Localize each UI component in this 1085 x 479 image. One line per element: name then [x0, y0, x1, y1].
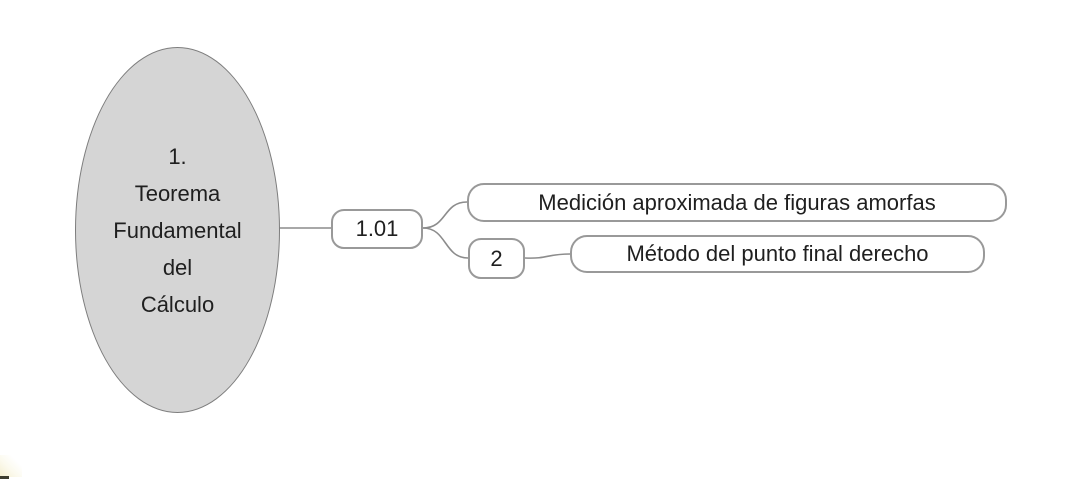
root-node-line-del: del	[162, 254, 193, 280]
connector-1-01-to-2	[422, 227, 469, 259]
node-medicion-label: Medición aproximada de figuras amorfas	[538, 189, 936, 215]
root-node-line-calculo: Cálculo	[140, 291, 215, 317]
connector-2-to-metodo	[524, 253, 571, 259]
node-2[interactable]: 2	[468, 238, 525, 279]
node-1-01[interactable]: 1.01	[331, 209, 423, 249]
node-medicion-aproximada[interactable]: Medición aproximada de figuras amorfas	[467, 183, 1007, 222]
root-node-line-fundamental: Fundamental	[113, 217, 242, 243]
node-1-01-label: 1.01	[355, 216, 399, 241]
root-node-line-teorema: Teorema	[134, 180, 221, 206]
node-metodo-label: Método del punto final derecho	[626, 241, 929, 266]
connector-1-01-to-medicion	[422, 201, 468, 229]
node-2-label: 2	[490, 245, 503, 271]
root-node-line-number: 1.	[168, 143, 187, 169]
node-metodo-punto-final[interactable]: Método del punto final derecho	[570, 235, 985, 273]
root-node-teorema-fundamental[interactable]: 1. Teorema Fundamental del Cálculo	[75, 47, 280, 413]
